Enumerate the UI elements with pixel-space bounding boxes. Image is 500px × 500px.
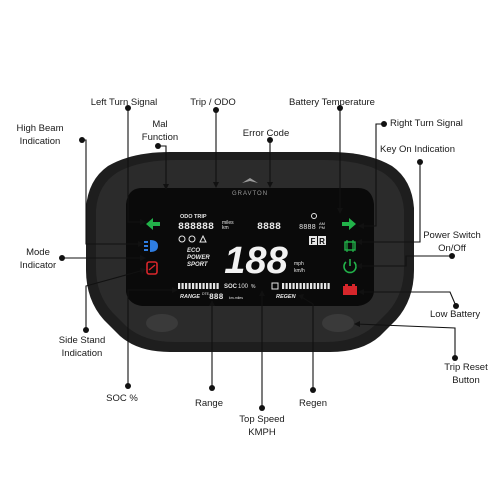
regen-segment — [310, 283, 313, 289]
regen-segment — [317, 283, 320, 289]
soc-segment — [185, 283, 188, 289]
soc-segment — [202, 283, 205, 289]
trip-reset-button — [322, 314, 354, 332]
soc-segment — [188, 283, 191, 289]
battery-icon — [343, 284, 357, 295]
regen-segment — [292, 283, 295, 289]
odo-miles-unit: miles — [222, 220, 234, 226]
power-icon — [343, 259, 357, 274]
odo-km-unit: km — [222, 225, 229, 231]
side-stand-icon — [146, 261, 158, 275]
soc-segment — [213, 283, 216, 289]
mode-eco: ECO — [187, 248, 200, 254]
label-low-battery: Low Battery — [430, 309, 481, 320]
label-trip-odo: Trip / ODO — [190, 97, 236, 108]
regen-segment — [296, 283, 299, 289]
odo-digits: 888888 — [178, 222, 214, 233]
right-arrow-icon — [342, 218, 356, 230]
temperature-icon — [311, 213, 317, 219]
regen-label: REGEN — [276, 294, 297, 300]
regen-segment — [327, 283, 330, 289]
dte-label: DTE — [202, 292, 210, 296]
regen-segment — [299, 283, 302, 289]
regen-segment — [313, 283, 316, 289]
regen-segment — [285, 283, 288, 289]
regen-segment — [320, 283, 323, 289]
left-arrow-icon — [146, 218, 160, 230]
mal-function-icon — [178, 235, 186, 243]
brand-text: GRAVTON — [232, 191, 268, 197]
gear-f: F — [311, 237, 316, 246]
label-error-code: Error Code — [242, 128, 290, 139]
soc-segment — [195, 283, 198, 289]
range-unit: km-miles — [229, 296, 243, 300]
label-right-turn-signal: Right Turn Signal — [390, 118, 463, 129]
brand-logo-icon — [242, 178, 258, 183]
odo-trip-label: ODO TRIP — [180, 214, 207, 220]
soc-segment — [199, 283, 202, 289]
mode-sport: SPORT — [187, 262, 209, 268]
label-regen: Regen — [299, 398, 327, 409]
high-beam-icon — [144, 240, 158, 252]
regen-segment — [289, 283, 292, 289]
label-range: Range — [195, 398, 223, 409]
regen-segment — [324, 283, 327, 289]
soc-segment — [181, 283, 184, 289]
warning-triangle-icon — [199, 234, 207, 243]
regen-segment — [306, 283, 309, 289]
label-battery-temperature: Battery Temperature — [289, 97, 375, 108]
clock-digits: 8888 — [299, 224, 316, 232]
error-code-digits: 8888 — [257, 222, 281, 233]
gear-r: R — [319, 237, 325, 246]
label-soc: SOC % — [106, 393, 138, 404]
soc-digits: 100 — [238, 284, 249, 290]
label-key-on: Key On Indication — [380, 144, 455, 155]
regen-bar — [282, 283, 330, 289]
am-label: AM — [319, 221, 325, 226]
soc-segment — [209, 283, 212, 289]
soc-segment — [192, 283, 195, 289]
label-left-turn-signal: Left Turn Signal — [90, 97, 158, 108]
regen-segment — [303, 283, 306, 289]
soc-bar — [178, 283, 219, 289]
speed-unit-kmh: km/h — [294, 268, 305, 274]
soc-segment — [216, 283, 219, 289]
range-label: RANGE — [180, 294, 200, 300]
soc-label: SOC — [224, 284, 238, 290]
mode-power: POWER — [187, 255, 210, 261]
range-digits: 888 — [209, 293, 224, 302]
left-button — [146, 314, 178, 332]
speed-digits: 188 — [224, 240, 288, 282]
motor-icon — [188, 235, 196, 243]
soc-pct-sign: % — [251, 284, 256, 290]
soc-segment — [178, 283, 181, 289]
regen-icon — [271, 282, 279, 290]
speed-unit-mph: mph — [294, 261, 304, 267]
key-on-icon — [344, 240, 356, 252]
regen-segment — [282, 283, 285, 289]
soc-segment — [206, 283, 209, 289]
pm-label: PM — [319, 225, 325, 230]
